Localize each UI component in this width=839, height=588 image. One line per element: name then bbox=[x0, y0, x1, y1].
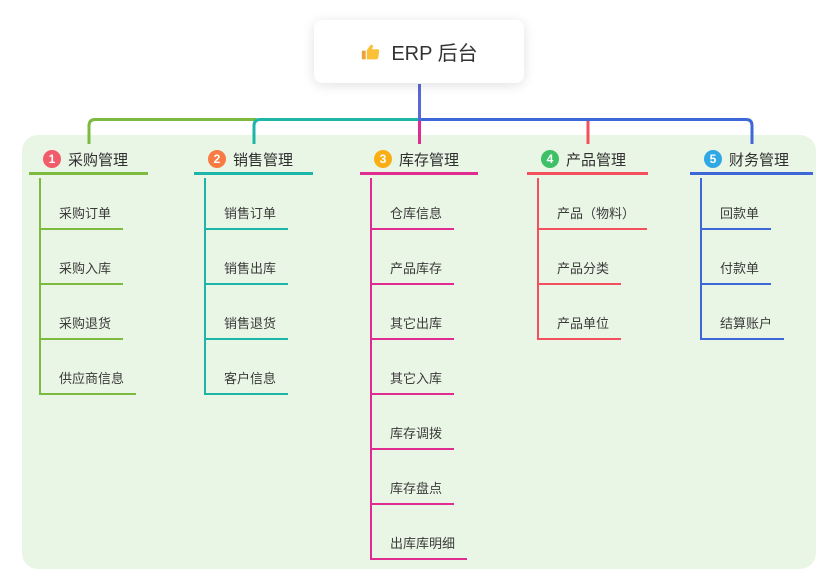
child-node[interactable]: 采购订单 bbox=[39, 175, 124, 230]
child-node[interactable]: 回款单 bbox=[700, 175, 772, 230]
branch-node-3[interactable]: 3 库存管理 bbox=[360, 146, 478, 175]
thumbs-up-icon bbox=[362, 44, 380, 59]
child-node[interactable]: 产品单位 bbox=[537, 285, 622, 340]
child-node[interactable]: 销售订单 bbox=[204, 175, 289, 230]
child-connector-line bbox=[370, 178, 372, 560]
child-node[interactable]: 产品库存 bbox=[370, 230, 455, 285]
child-node[interactable]: 其它入库 bbox=[370, 340, 455, 395]
branch-label: 库存管理 bbox=[399, 151, 460, 169]
child-node[interactable]: 付款单 bbox=[700, 230, 772, 285]
branch-number-badge: 4 bbox=[541, 150, 559, 168]
child-node[interactable]: 产品分类 bbox=[537, 230, 622, 285]
branch-number-badge: 1 bbox=[43, 150, 61, 168]
child-node[interactable]: 出库库明细 bbox=[370, 505, 468, 560]
child-node[interactable]: 产品（物料） bbox=[537, 175, 648, 230]
child-node[interactable]: 其它出库 bbox=[370, 285, 455, 340]
child-node[interactable]: 采购入库 bbox=[39, 230, 124, 285]
root-node-label: ERP 后台 bbox=[391, 43, 478, 65]
branch-node-2[interactable]: 2 销售管理 bbox=[194, 146, 313, 175]
child-node[interactable]: 库存盘点 bbox=[370, 450, 455, 505]
branch-label: 销售管理 bbox=[233, 151, 294, 169]
child-node[interactable]: 库存调拨 bbox=[370, 395, 455, 450]
child-node[interactable]: 结算账户 bbox=[700, 285, 785, 340]
child-node[interactable]: 供应商信息 bbox=[39, 340, 137, 395]
child-connector-line bbox=[39, 178, 41, 395]
child-connector-line bbox=[204, 178, 206, 395]
child-connector-line bbox=[700, 178, 702, 340]
branch-number-badge: 2 bbox=[208, 150, 226, 168]
mindmap-background-panel bbox=[22, 135, 816, 569]
branch-number-badge: 3 bbox=[374, 150, 392, 168]
child-node[interactable]: 仓库信息 bbox=[370, 175, 455, 230]
root-node-erp-backend[interactable]: ERP 后台 bbox=[314, 20, 524, 83]
child-node[interactable]: 客户信息 bbox=[204, 340, 289, 395]
branch-label: 产品管理 bbox=[566, 151, 627, 169]
branch-node-4[interactable]: 4 产品管理 bbox=[527, 146, 648, 175]
branch-number-badge: 5 bbox=[704, 150, 722, 168]
branch-node-5[interactable]: 5 财务管理 bbox=[690, 146, 813, 175]
child-connector-line bbox=[537, 178, 539, 340]
child-node[interactable]: 销售出库 bbox=[204, 230, 289, 285]
child-node[interactable]: 采购退货 bbox=[39, 285, 124, 340]
branch-node-1[interactable]: 1 采购管理 bbox=[29, 146, 148, 175]
child-node[interactable]: 销售退货 bbox=[204, 285, 289, 340]
branch-label: 采购管理 bbox=[68, 151, 129, 169]
branch-label: 财务管理 bbox=[729, 151, 790, 169]
